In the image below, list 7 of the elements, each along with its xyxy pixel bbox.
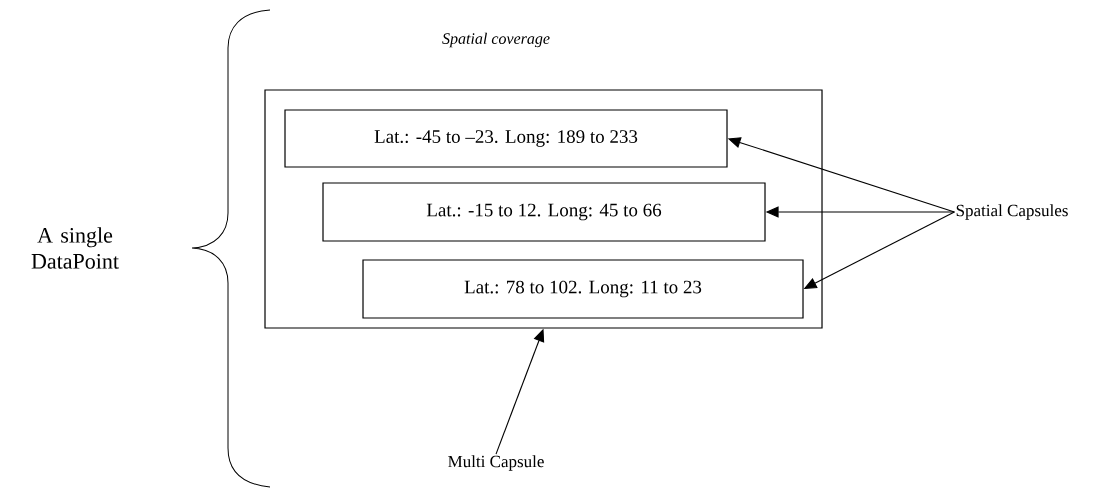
box-heading: Spatial coverage xyxy=(442,32,550,48)
capsule-box: Lat.: 78 to 102. Long: 11 to 23 xyxy=(362,259,804,319)
capsule-box: Lat.: -15 to 12. Long: 45 to 66 xyxy=(322,182,766,242)
callout-text: Spatial Capsules xyxy=(956,204,1068,220)
capsule-box: Lat.: -45 to –23. Long: 189 to 233 xyxy=(284,109,728,168)
callout-text: Multi Capsule xyxy=(448,455,544,471)
brace-label: A single DataPoint xyxy=(31,227,119,269)
